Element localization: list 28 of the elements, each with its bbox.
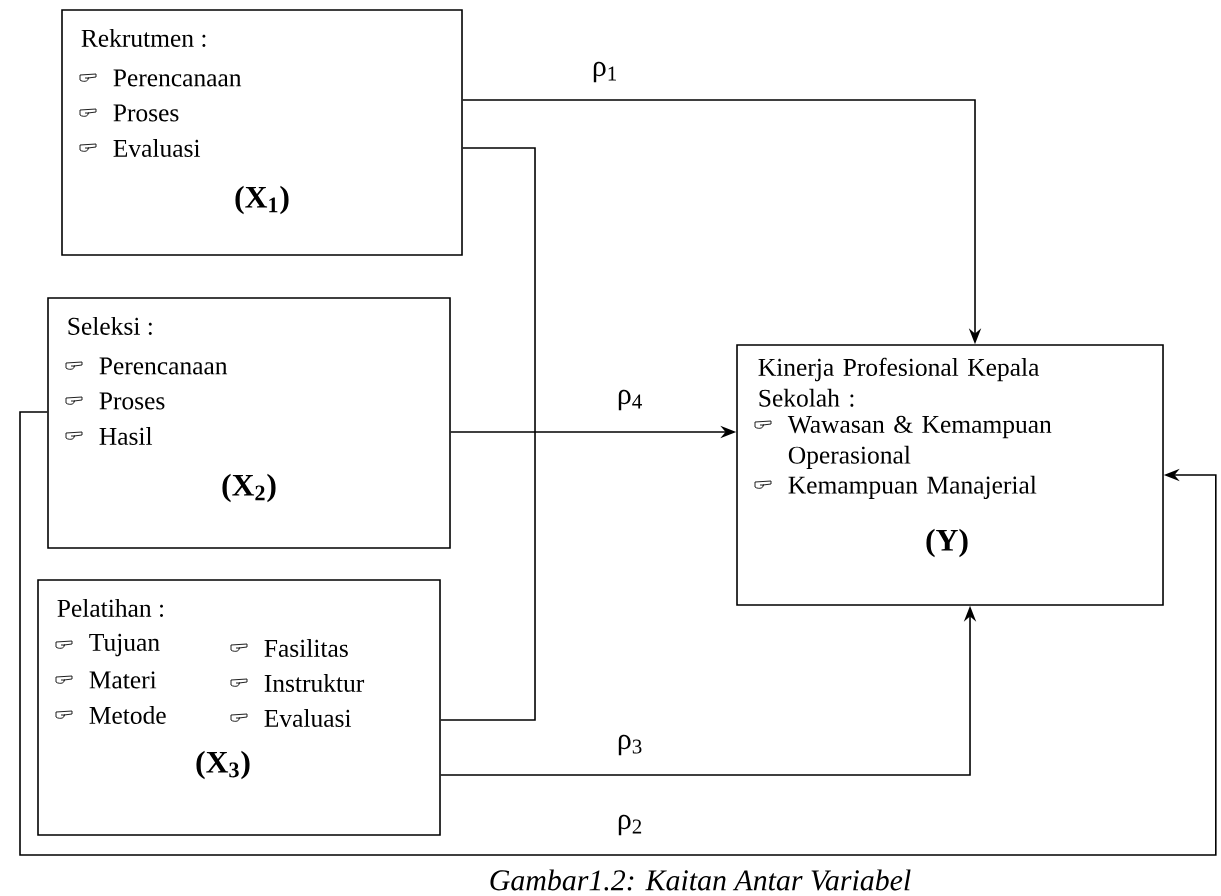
item-text: Instruktur [264,674,365,692]
item-text: Evaluasi [113,139,201,157]
item-text: Fasilitas [264,639,348,657]
item-text: Wawasan & Kemampuan Operasional [787,415,1052,469]
item-text: Tujuan [89,633,160,657]
variable-label: (X$_{2}$) [222,473,276,503]
item-text: Hasil [99,427,153,445]
item-text: Proses [113,104,179,122]
item-text: Evaluasi [264,709,352,727]
variable-label: (X$_{3}$) [196,750,250,780]
edge-label: ρ$_{4}$ [618,389,642,411]
variable-label: (Y) [926,528,968,558]
item-text: Kemampuan Manajerial [788,475,1037,499]
item-text: Perencanaan [113,69,242,87]
heading-text: Seleksi : [68,316,152,336]
caption: Gambar1.2: Kaitan Antar Variabel [490,869,911,891]
variable-label: (X$_{1}$) [235,185,289,215]
heading-text: Rekrutmen : [81,28,206,47]
item-text: Metode [89,706,166,724]
edge-label: ρ$_{1}$ [593,61,616,83]
arrow [19,411,1217,856]
item-text: Perencanaan [99,357,228,375]
edge-label: ρ$_{2}$ [618,814,642,836]
heading-text: Kinerja Profesional Kepala Sekolah : [758,357,1040,407]
item-text: Proses [99,392,165,410]
heading-text: Pelatihan : [57,599,163,618]
edge-label: ρ$_{3}$ [618,734,642,756]
item-text: Materi [89,671,157,689]
